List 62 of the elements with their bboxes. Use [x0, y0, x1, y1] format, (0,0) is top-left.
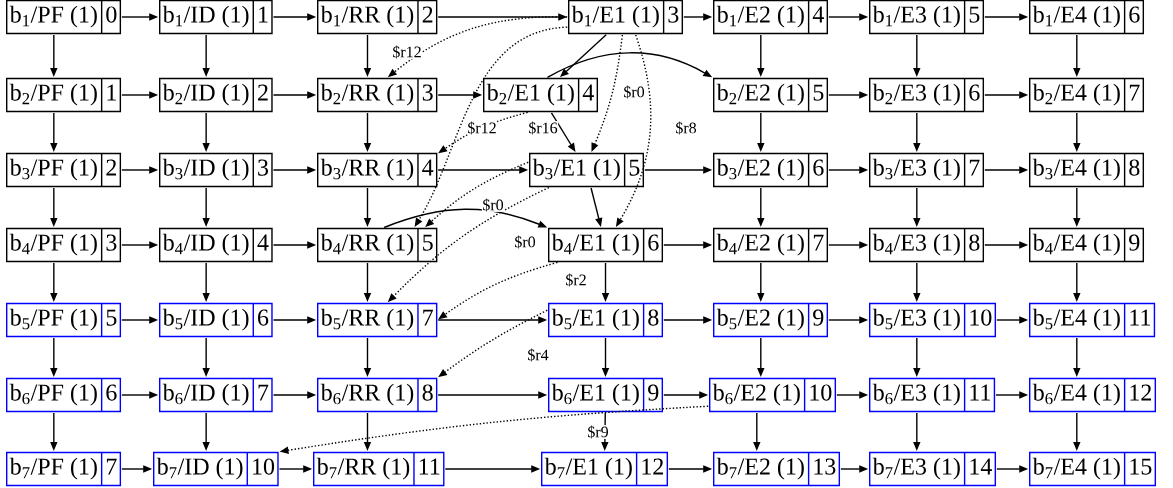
pipeline-stage-box: b$_{5}$/E3 (1) 10	[869, 302, 997, 338]
edge-label: $r0	[513, 235, 537, 249]
pipeline-stage-box: b$_{5}$/ID (1) 6	[159, 302, 273, 338]
pipeline-stage-box: b$_{1}$/PF (1) 0	[6, 0, 122, 35]
edge-label: $r0	[622, 85, 646, 99]
pipeline-stage-box: b$_{2}$/E4 (1) 7	[1029, 77, 1144, 113]
pipeline-stage-box: b$_{7}$/E1 (1) 12	[541, 451, 669, 487]
pipeline-stage-box: b$_{5}$/E4 (1) 11	[1029, 302, 1156, 338]
pipeline-stage-box: b$_{5}$/E1 (1) 8	[548, 302, 664, 338]
pipeline-stage-box: b$_{3}$/E4 (1) 8	[1029, 152, 1144, 188]
dotted-arrow	[414, 26, 568, 227]
pipeline-stage-box: b$_{4}$/RR (1) 5	[317, 227, 438, 263]
pipeline-stage-box: b$_{7}$/E4 (1) 15	[1029, 451, 1156, 487]
pipeline-stage-box: b$_{7}$/RR (1) 11	[313, 451, 445, 487]
edge-label: $r16	[527, 121, 559, 135]
pipeline-stage-box: b$_{2}$/ID (1) 2	[159, 77, 273, 113]
pipeline-stage-box: b$_{3}$/E1 (1) 5	[529, 152, 645, 188]
pipeline-stage-box: b$_{4}$/E1 (1) 6	[548, 227, 664, 263]
pipeline-stage-box: b$_{6}$/ID (1) 7	[159, 377, 273, 413]
edge-label: $r12	[466, 121, 498, 135]
pipeline-stage-box: b$_{3}$/E3 (1) 7	[869, 152, 985, 188]
pipeline-stage-box: b$_{1}$/RR (1) 2	[317, 0, 438, 35]
pipeline-stage-box: b$_{7}$/E2 (1) 13	[713, 451, 841, 487]
pipeline-stage-box: b$_{4}$/E3 (1) 8	[869, 227, 985, 263]
pipeline-stage-box: b$_{4}$/E2 (1) 7	[713, 227, 829, 263]
pipeline-stage-box: b$_{6}$/E2 (1) 10	[709, 377, 837, 413]
pipeline-stage-box: b$_{1}$/ID (1) 1	[159, 0, 273, 35]
pipeline-stage-box: b$_{6}$/RR (1) 8	[317, 377, 438, 413]
pipeline-stage-box: b$_{5}$/RR (1) 7	[317, 302, 438, 338]
edge-label: $r12	[391, 45, 423, 59]
pipeline-stage-box: b$_{3}$/PF (1) 2	[6, 152, 122, 188]
pipeline-stage-box: b$_{6}$/E1 (1) 9	[548, 377, 664, 413]
pipeline-stage-box: b$_{2}$/E2 (1) 5	[713, 77, 829, 113]
pipeline-stage-box: b$_{4}$/PF (1) 3	[6, 227, 122, 263]
pipeline-stage-box: b$_{1}$/E2 (1) 4	[713, 0, 829, 35]
edge-label: $r9	[586, 425, 610, 439]
pipeline-stage-box: b$_{6}$/E3 (1) 11	[869, 377, 996, 413]
pipeline-stage-box: b$_{1}$/E3 (1) 5	[869, 0, 985, 35]
edge-label: $r8	[674, 121, 698, 135]
edge-label: $r0	[481, 198, 505, 212]
pipeline-stage-box: b$_{1}$/E4 (1) 6	[1029, 0, 1144, 35]
pipeline-stage-box: b$_{2}$/E3 (1) 6	[869, 77, 985, 113]
pipeline-stage-box: b$_{6}$/E4 (1) 12	[1029, 377, 1156, 413]
arrow	[550, 112, 576, 152]
pipeline-stage-box: b$_{3}$/E2 (1) 6	[713, 152, 829, 188]
pipeline-stage-box: b$_{2}$/PF (1) 1	[6, 77, 122, 113]
pipeline-stage-box: b$_{4}$/E4 (1) 9	[1029, 227, 1144, 263]
edge-label: $r2	[564, 273, 588, 287]
pipeline-stage-box: b$_{5}$/PF (1) 5	[6, 302, 122, 338]
pipeline-stage-box: b$_{3}$/ID (1) 3	[159, 152, 273, 188]
pipeline-stage-box: b$_{3}$/RR (1) 4	[317, 152, 438, 188]
edge-label: $r4	[526, 348, 550, 362]
pipeline-stage-box: b$_{2}$/E1 (1) 4	[483, 77, 599, 113]
pipeline-stage-box: b$_{1}$/E1 (1) 3	[568, 0, 684, 35]
pipeline-stage-box: b$_{6}$/PF (1) 6	[6, 377, 122, 413]
pipeline-stage-box: b$_{7}$/ID (1) 10	[153, 451, 279, 487]
pipeline-stage-box: b$_{5}$/E2 (1) 9	[713, 302, 829, 338]
pipeline-stage-box: b$_{7}$/PF (1) 7	[6, 451, 122, 487]
pipeline-stage-box: b$_{2}$/RR (1) 3	[317, 77, 438, 113]
pipeline-stage-box: b$_{4}$/ID (1) 4	[159, 227, 273, 263]
dotted-arrow	[438, 261, 559, 320]
pipeline-stage-box: b$_{7}$/E3 (1) 14	[869, 451, 997, 487]
